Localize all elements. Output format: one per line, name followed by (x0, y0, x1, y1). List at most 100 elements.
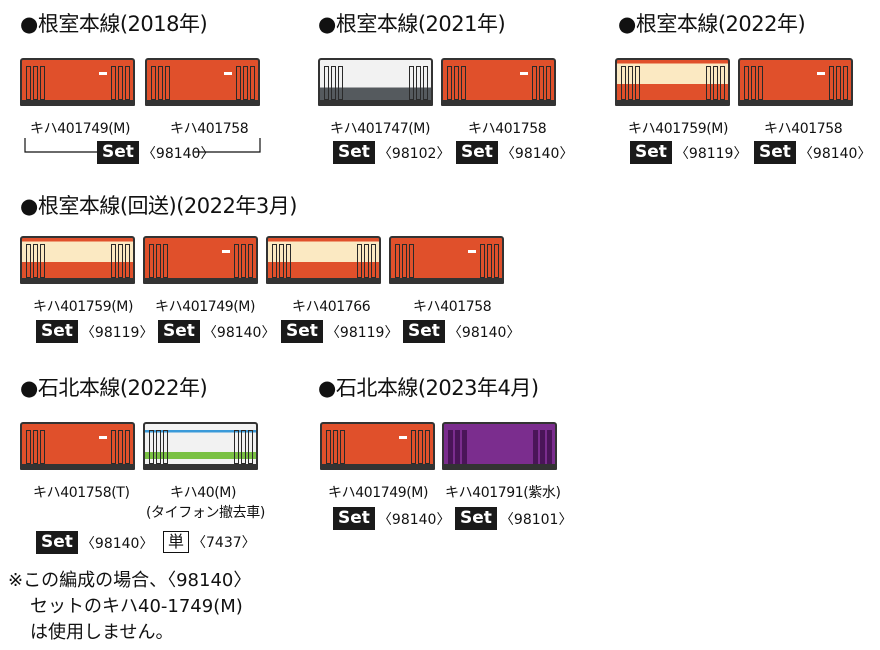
set-reference: Set 〈98140〉 (403, 320, 520, 343)
car-window (248, 430, 253, 464)
car-window (33, 244, 38, 278)
car-window (454, 66, 459, 100)
set-badge: Set (754, 141, 796, 164)
car-window (836, 66, 841, 100)
car-lamp (520, 72, 528, 75)
set-reference: Set 〈98119〉 (281, 320, 398, 343)
car-lamp (224, 72, 232, 75)
product-code: 〈98119〉 (80, 324, 154, 341)
car-lamp (222, 250, 230, 253)
car-underframe (22, 100, 133, 104)
car-window (758, 66, 763, 100)
car-window (357, 244, 362, 278)
car-lamp (399, 436, 407, 439)
car-window (532, 66, 537, 100)
car-lamp (99, 72, 107, 75)
car-window (706, 66, 711, 100)
train-formation (615, 58, 855, 108)
car-label: キハ401749(M) (30, 121, 131, 137)
car-window (26, 244, 31, 278)
product-code: 〈7437〉 (192, 535, 256, 551)
set-badge: Set (333, 141, 375, 164)
car-window (326, 430, 331, 464)
set-reference: Set 〈98140〉 (36, 531, 153, 554)
train-car (738, 58, 853, 106)
car-label: キハ401758 (170, 121, 249, 137)
set-reference: Set 〈98101〉 (455, 507, 572, 530)
car-window (621, 66, 626, 100)
car-lamp (817, 72, 825, 75)
car-window (118, 66, 123, 100)
car-underframe (322, 464, 433, 468)
single-badge: 単 (163, 531, 190, 553)
train-formation (318, 58, 558, 108)
section-heading: ●石北本線(2022年) (20, 376, 208, 400)
car-sublabel: (タイフォン撤去車) (146, 505, 265, 521)
car-window (236, 66, 241, 100)
car-window (26, 430, 31, 464)
car-window (462, 430, 467, 464)
section-heading: ●根室本線(2018年) (20, 12, 208, 36)
car-window (40, 244, 45, 278)
car-label: キハ401758 (468, 121, 547, 137)
car-window (487, 244, 492, 278)
section-heading: ●根室本線(回送)(2022年3月) (20, 194, 297, 218)
train-car (143, 236, 258, 284)
car-label: キハ401749(M) (328, 485, 429, 501)
car-window (279, 244, 284, 278)
car-window (40, 66, 45, 100)
car-window (628, 66, 633, 100)
car-window (243, 66, 248, 100)
car-window (118, 244, 123, 278)
car-window (331, 66, 336, 100)
car-window (163, 430, 168, 464)
car-window (829, 66, 834, 100)
car-window (720, 66, 725, 100)
car-window (364, 244, 369, 278)
car-window (149, 244, 154, 278)
car-window (324, 66, 329, 100)
set-badge: Set (333, 507, 375, 530)
car-window (111, 66, 116, 100)
car-window (546, 66, 551, 100)
product-code: 〈98119〉 (674, 145, 748, 162)
car-window (125, 244, 130, 278)
car-window (540, 430, 545, 464)
car-window (111, 430, 116, 464)
product-code: 〈98140〉 (202, 324, 276, 341)
set-reference: Set 〈98102〉 (333, 141, 450, 164)
car-window (286, 244, 291, 278)
train-car (441, 58, 556, 106)
train-formation (20, 58, 260, 108)
train-car (266, 236, 381, 284)
product-code: 〈98140〉 (447, 324, 521, 341)
car-window (234, 244, 239, 278)
car-window (455, 430, 460, 464)
set-badge: Set (97, 141, 139, 164)
train-car (318, 58, 433, 106)
set-badge: Set (456, 141, 498, 164)
car-window (26, 66, 31, 100)
car-window (547, 430, 552, 464)
footnote-line: セットのキハ40-1749(M) (30, 596, 243, 617)
section-heading: ●根室本線(2022年) (618, 12, 806, 36)
product-code: 〈98140〉 (141, 145, 215, 162)
car-window (163, 244, 168, 278)
set-badge: Set (36, 531, 78, 554)
car-window (447, 66, 452, 100)
car-window (40, 430, 45, 464)
car-window (418, 430, 423, 464)
car-window (635, 66, 640, 100)
car-window (125, 430, 130, 464)
car-lamp (99, 436, 107, 439)
car-label: キハ401766 (292, 299, 371, 315)
car-window (713, 66, 718, 100)
set-badge: Set (455, 507, 497, 530)
car-window (250, 66, 255, 100)
car-label: キハ401758(T) (33, 485, 130, 501)
train-car (145, 58, 260, 106)
car-label: キハ401758 (764, 121, 843, 137)
car-window (409, 66, 414, 100)
set-bracket-line (24, 138, 261, 153)
car-underframe (443, 100, 554, 104)
